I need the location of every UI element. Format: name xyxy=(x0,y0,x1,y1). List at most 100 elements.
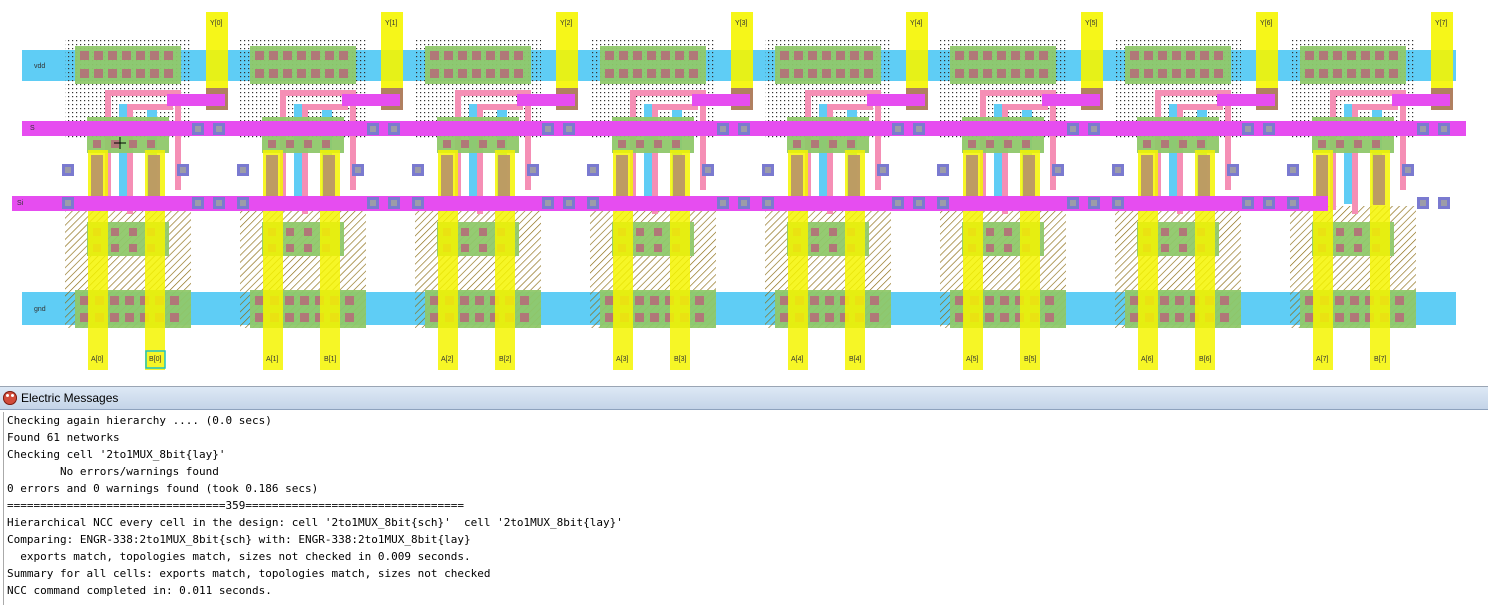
contact-gnd[interactable] xyxy=(1045,296,1054,305)
contact-cut[interactable] xyxy=(240,167,246,173)
contact-gnd[interactable] xyxy=(1045,313,1054,322)
output-label-y[interactable]: Y[4] xyxy=(910,20,923,27)
contact-vdd[interactable] xyxy=(458,51,467,60)
contact-vdd[interactable] xyxy=(108,69,117,78)
contact-gnd[interactable] xyxy=(430,313,439,322)
contact-vdd[interactable] xyxy=(430,51,439,60)
contact-cut[interactable] xyxy=(720,126,726,132)
input-label-b[interactable]: B[4] xyxy=(849,356,862,363)
poly-gate[interactable] xyxy=(980,90,1056,96)
contact-cut[interactable] xyxy=(1245,200,1251,206)
contact-vdd[interactable] xyxy=(1389,69,1398,78)
contact-gnd[interactable] xyxy=(140,313,149,322)
contact-pmos[interactable] xyxy=(497,140,505,148)
contact-nmos[interactable] xyxy=(111,228,119,236)
contact-gnd[interactable] xyxy=(650,313,659,322)
contact-gnd[interactable] xyxy=(345,313,354,322)
contact-vdd[interactable] xyxy=(311,69,320,78)
contact-nmos[interactable] xyxy=(986,228,994,236)
contact-cut[interactable] xyxy=(1070,200,1076,206)
contact-gnd[interactable] xyxy=(780,313,789,322)
contact-pmos[interactable] xyxy=(1004,140,1012,148)
contact-vdd[interactable] xyxy=(108,51,117,60)
metal1-column[interactable] xyxy=(644,104,654,204)
contact-cut[interactable] xyxy=(1441,200,1447,206)
contact-pmos[interactable] xyxy=(147,140,155,148)
contact-nmos[interactable] xyxy=(811,244,819,252)
contact-gnd[interactable] xyxy=(1350,313,1359,322)
export-y-column[interactable] xyxy=(731,12,753,92)
contact-gnd[interactable] xyxy=(665,313,674,322)
poly-gate[interactable] xyxy=(1050,90,1056,190)
contact-vdd[interactable] xyxy=(1214,51,1223,60)
contact-cut[interactable] xyxy=(1441,126,1447,132)
poly-gate[interactable] xyxy=(1400,90,1406,190)
poly-gate[interactable] xyxy=(127,104,133,214)
contact-vdd[interactable] xyxy=(955,51,964,60)
input-label-b[interactable]: B[7] xyxy=(1374,356,1387,363)
contact-vdd[interactable] xyxy=(780,69,789,78)
y-connector[interactable] xyxy=(517,94,575,106)
contact-nmos[interactable] xyxy=(1161,244,1169,252)
contact-pmos[interactable] xyxy=(1022,140,1030,148)
input-label-b[interactable]: B[1] xyxy=(324,356,337,363)
contact-vdd[interactable] xyxy=(150,69,159,78)
contact-vdd[interactable] xyxy=(836,69,845,78)
contact-cut[interactable] xyxy=(1055,167,1061,173)
input-label-b[interactable]: B[3] xyxy=(674,356,687,363)
contact-pmos[interactable] xyxy=(111,140,119,148)
contact-vdd[interactable] xyxy=(311,51,320,60)
contact-vdd[interactable] xyxy=(689,51,698,60)
contact-vdd[interactable] xyxy=(1319,69,1328,78)
export-y-column[interactable] xyxy=(556,12,578,92)
contact-cut[interactable] xyxy=(240,200,246,206)
contact-gnd[interactable] xyxy=(475,296,484,305)
contact-gnd[interactable] xyxy=(1335,313,1344,322)
contact-pmos[interactable] xyxy=(1354,140,1362,148)
metal1-column[interactable] xyxy=(294,104,304,204)
poly-gate[interactable] xyxy=(127,104,173,110)
contact-gnd[interactable] xyxy=(345,296,354,305)
y-connector[interactable] xyxy=(867,94,925,106)
contact-cut[interactable] xyxy=(1405,167,1411,173)
contact-nmos[interactable] xyxy=(479,244,487,252)
contact-gnd[interactable] xyxy=(1015,296,1024,305)
contact-vdd[interactable] xyxy=(1361,69,1370,78)
contact-nmos[interactable] xyxy=(479,228,487,236)
metal1-column[interactable] xyxy=(819,104,829,204)
contact-vdd[interactable] xyxy=(969,51,978,60)
contact-nmos[interactable] xyxy=(811,228,819,236)
contact-gnd[interactable] xyxy=(255,313,264,322)
contact-pmos[interactable] xyxy=(1161,140,1169,148)
contact-vdd[interactable] xyxy=(444,51,453,60)
contact-gnd[interactable] xyxy=(650,296,659,305)
contact-vdd[interactable] xyxy=(997,69,1006,78)
contact-gnd[interactable] xyxy=(810,313,819,322)
contact-gnd[interactable] xyxy=(840,313,849,322)
contact-vdd[interactable] xyxy=(1333,51,1342,60)
poly-gate[interactable] xyxy=(827,104,873,110)
contact-cut[interactable] xyxy=(195,200,201,206)
contact-gnd[interactable] xyxy=(460,313,469,322)
contact-gnd[interactable] xyxy=(1130,313,1139,322)
poly-gate[interactable] xyxy=(652,104,658,214)
contact-vdd[interactable] xyxy=(500,51,509,60)
contact-vdd[interactable] xyxy=(1347,69,1356,78)
poly-gate[interactable] xyxy=(350,90,356,190)
contact-nmos[interactable] xyxy=(1179,244,1187,252)
contact-vdd[interactable] xyxy=(1025,51,1034,60)
contact-pmos[interactable] xyxy=(811,140,819,148)
contact-gnd[interactable] xyxy=(1015,313,1024,322)
contact-nmos[interactable] xyxy=(286,228,294,236)
contact-gnd[interactable] xyxy=(1160,313,1169,322)
metal1-column[interactable] xyxy=(994,104,1004,204)
contact-pmos[interactable] xyxy=(829,140,837,148)
contact-vdd[interactable] xyxy=(1333,69,1342,78)
contact-vdd[interactable] xyxy=(486,51,495,60)
contact-cut[interactable] xyxy=(370,200,376,206)
gnd-label[interactable]: gnd xyxy=(34,306,46,313)
contact-gnd[interactable] xyxy=(810,296,819,305)
contact-gnd[interactable] xyxy=(1395,313,1404,322)
contact-gnd[interactable] xyxy=(825,296,834,305)
contact-pmos[interactable] xyxy=(654,140,662,148)
